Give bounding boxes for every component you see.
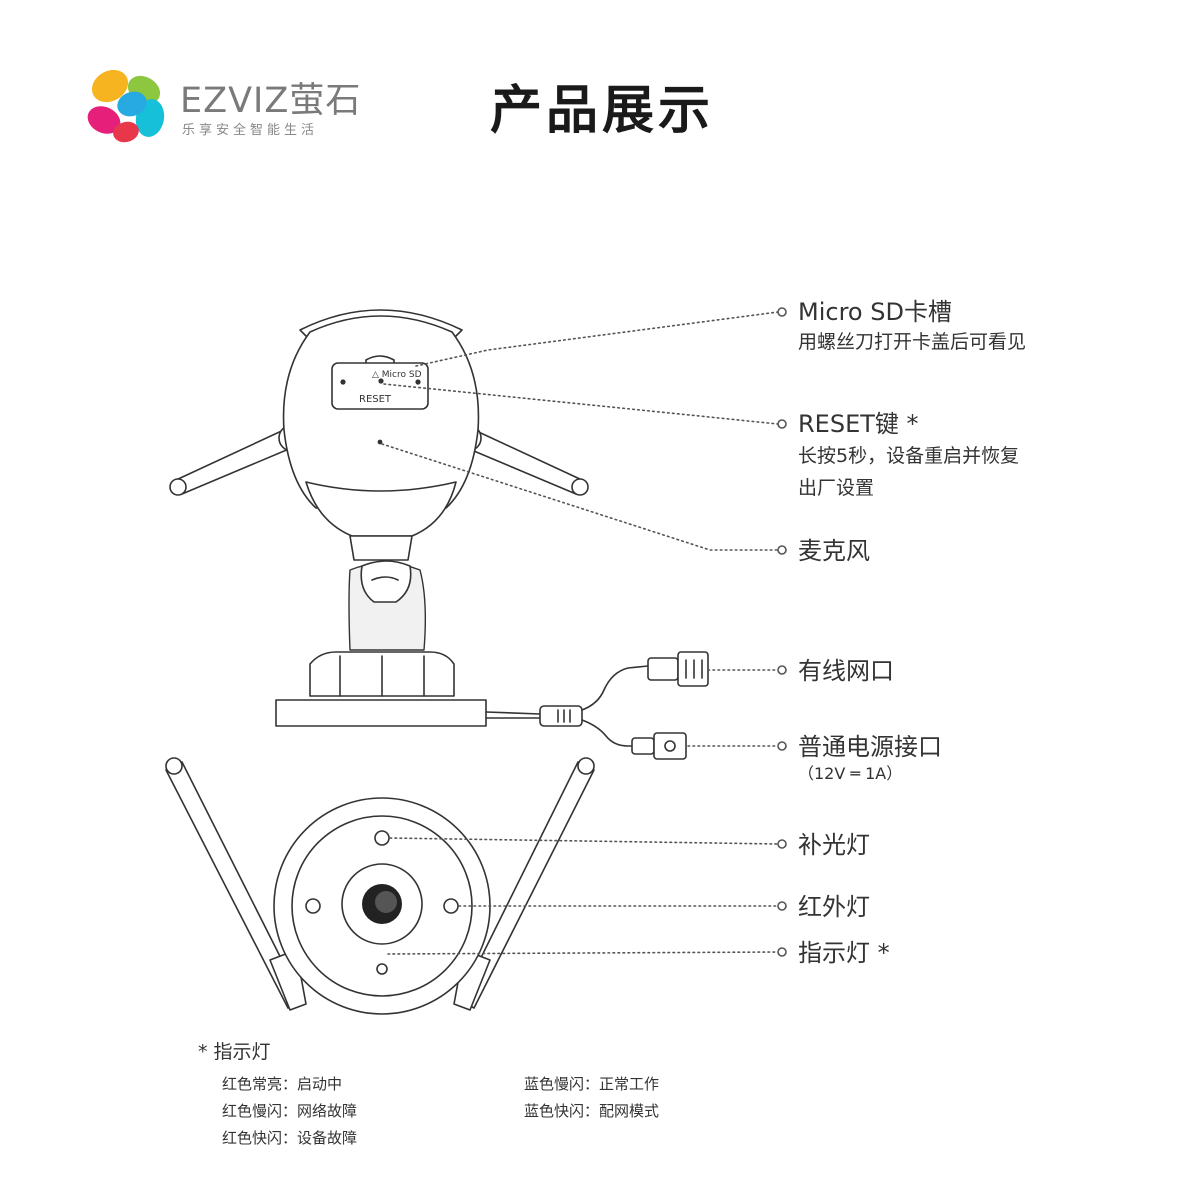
- leader-indicator: [387, 951, 779, 955]
- leader-reset: [383, 383, 779, 425]
- indicator-title: 指示灯 *: [798, 939, 890, 967]
- reset-hole: [378, 378, 384, 384]
- camera-base-plate: [275, 699, 487, 727]
- reset-title: RESET键 *: [798, 410, 919, 438]
- front-right-antenna: [453, 757, 595, 1011]
- power-connector: [631, 732, 687, 760]
- callout-micro-sd: Micro SD卡槽 用螺丝刀打开卡盖后可看见: [798, 298, 1026, 353]
- logo-petal-magenta: [87, 106, 121, 134]
- fill-light: [374, 830, 390, 846]
- leader-fill-light: [389, 837, 779, 845]
- legend-item: 红色常亮：启动中: [222, 1075, 342, 1093]
- brand-name: EZVIZ萤石: [180, 81, 361, 121]
- page-title: 产品展示: [490, 81, 714, 141]
- reset-desc-line2: 出厂设置: [798, 477, 874, 499]
- ir-light-title: 红外灯: [798, 893, 870, 921]
- logo-petal-yellow: [91, 69, 129, 103]
- indicator-light: [376, 963, 388, 975]
- cable-junction: [539, 705, 583, 727]
- power-title: 普通电源接口: [798, 733, 942, 761]
- legend-item: 红色快闪：设备故障: [222, 1129, 357, 1147]
- camera-mount-arm: [348, 560, 427, 651]
- leader-micro-sd: [415, 311, 779, 367]
- micro-sd-title: Micro SD卡槽: [798, 298, 952, 326]
- callout-power: 普通电源接口 （12V ═ 1A）: [798, 733, 942, 783]
- brand-slogan: 乐享安全智能生活: [182, 122, 318, 138]
- legend-item: 红色慢闪：网络故障: [222, 1102, 357, 1120]
- brand-logo: EZVIZ萤石 乐享安全智能生活: [87, 69, 361, 143]
- logo-flower-icon: [87, 69, 165, 143]
- leader-lines: [381, 307, 787, 957]
- legend-title: * 指示灯: [198, 1041, 271, 1063]
- camera-side-view: △ Micro SD RESET: [169, 309, 709, 760]
- microphone-title: 麦克风: [798, 537, 870, 565]
- cover-reset-text: RESET: [359, 394, 392, 405]
- legend-item: 蓝色慢闪：正常工作: [524, 1075, 659, 1093]
- camera-body: [282, 315, 480, 509]
- cover-tiny-text: △ Micro SD: [372, 370, 422, 380]
- microphone-hole: [377, 439, 383, 445]
- ethernet-title: 有线网口: [798, 657, 894, 685]
- reset-desc-line1: 长按5秒，设备重启并恢复: [798, 445, 1019, 467]
- sd-card-cover: △ Micro SD RESET: [331, 355, 429, 410]
- cover-screw-left: [340, 379, 346, 385]
- camera-cable: [485, 651, 709, 760]
- ethernet-connector: [647, 651, 709, 687]
- logo-petal-blue: [117, 91, 147, 117]
- camera-neck: [349, 535, 413, 561]
- camera-front-view: [165, 757, 595, 1015]
- ir-light-right: [443, 898, 459, 914]
- leader-microphone: [381, 443, 779, 551]
- fill-light-title: 补光灯: [798, 831, 870, 859]
- micro-sd-desc: 用螺丝刀打开卡盖后可看见: [798, 331, 1026, 353]
- cover-screw-right: [415, 379, 421, 385]
- legend-item: 蓝色快闪：配网模式: [524, 1102, 659, 1120]
- camera-lower-ring: [305, 481, 457, 537]
- power-spec: （12V ═ 1A）: [798, 764, 902, 783]
- callout-reset: RESET键 * 长按5秒，设备重启并恢复 出厂设置: [798, 410, 1019, 499]
- indicator-legend: * 指示灯 红色常亮：启动中 红色慢闪：网络故障 红色快闪：设备故障 蓝色慢闪：…: [198, 1041, 659, 1147]
- camera-mount-nut: [309, 651, 455, 697]
- logo-petal-red: [113, 121, 139, 143]
- ir-light-left: [305, 898, 321, 914]
- lens-reflection: [375, 891, 397, 913]
